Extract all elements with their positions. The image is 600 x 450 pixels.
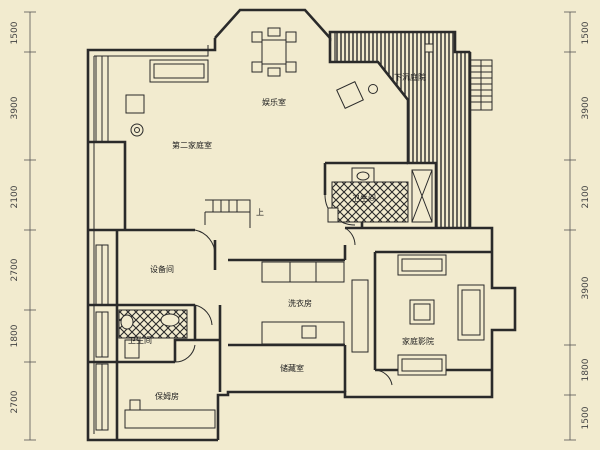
interior-walls [88,38,492,440]
dim-left-1: 1500 [10,21,20,44]
label-bathroom-lower: 卫生间 [128,335,152,345]
upper-bathroom [327,167,433,223]
theater-side-shelf [351,279,369,353]
dim-left-2: 3900 [10,96,20,119]
lower-bathroom [118,309,188,359]
label-home-theater: 家庭影院 [402,336,434,346]
dim-left-3: 2100 [10,185,20,208]
label-nanny-room: 保姆房 [155,391,179,401]
label-second-family-room: 第二家庭室 [172,140,212,150]
dim-right-1: 1500 [581,21,591,44]
dim-texts-right: 1500 3900 2100 3900 1800 1500 [581,21,591,429]
dim-left-4: 2700 [10,258,20,281]
dim-texts-left: 1500 3900 2100 2700 1800 2700 [10,21,20,413]
label-equipment: 设备间 [150,264,174,274]
laundry-counter [261,261,345,345]
label-entertainment: 娱乐室 [262,97,286,107]
sofa-upper [149,59,209,83]
outdoor-stair [469,59,493,111]
label-stair-up: 上 [256,208,264,217]
dining-set [251,27,297,77]
window-bands-left [95,55,109,431]
dim-left-5: 1800 [10,324,20,347]
dim-right-4: 3900 [581,276,591,299]
side-table-circle [130,123,144,137]
label-laundry: 洗衣房 [288,298,312,308]
dim-right-5: 1800 [581,358,591,381]
dimension-lines-left [24,11,36,441]
dimension-lines-right [564,11,576,441]
room-labels: 娱乐室 下沉庭院 第二家庭室 卫生间 上 设备间 洗衣房 家庭影院 卫生间 储藏… [128,72,434,401]
courtyard-chair [336,81,378,109]
dim-right-3: 2100 [581,185,591,208]
indoor-stair [204,199,251,228]
label-sunken-courtyard: 下沉庭院 [394,72,426,82]
nanny-room-furniture [124,399,216,429]
doors [174,194,393,386]
label-storage: 储藏室 [280,363,304,373]
label-bathroom-upper: 卫生间 [352,193,376,203]
theater-furniture [397,254,485,376]
dim-right-6: 1500 [581,406,591,429]
exterior-walls [86,8,517,442]
dim-left-6: 2700 [10,390,20,413]
dim-right-2: 3900 [581,96,591,119]
armchair [125,94,145,114]
